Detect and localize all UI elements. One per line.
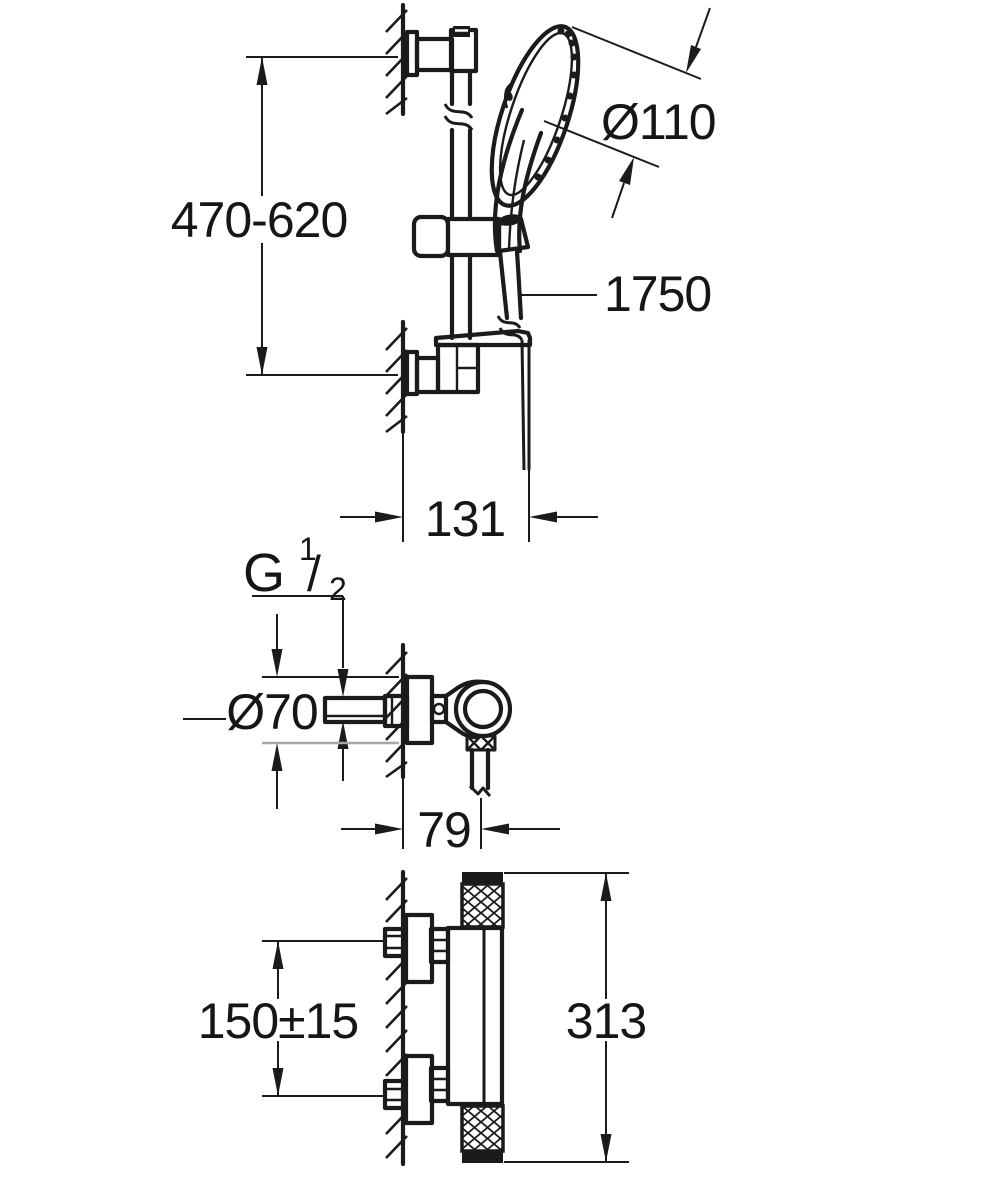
wall-hatching: [385, 651, 408, 779]
hose-length-label: 1750: [604, 266, 711, 322]
hose-break: [468, 784, 492, 797]
dim-inlet-spacing: 150±15: [198, 940, 385, 1097]
spray-dots: [534, 27, 578, 181]
valve-hose: [469, 747, 491, 791]
wall-offset-label: 131: [425, 491, 505, 547]
escutcheon: [404, 674, 435, 746]
mode-button: [504, 83, 512, 109]
handle-inner-line: [507, 139, 526, 251]
head-diameter-label: Ø110: [601, 94, 716, 150]
knurl-bottom: [460, 1104, 505, 1153]
wall-hatching: [385, 327, 408, 434]
dim-flange-diameter: Ø70: [226, 614, 399, 809]
dim-head-diameter: Ø110: [543, 7, 717, 219]
escutcheon: [403, 1053, 435, 1126]
handle-left-edge: [492, 107, 525, 254]
wall-hatching: [385, 877, 408, 1159]
dim-bar-span: 470-620: [171, 56, 398, 376]
knurl-top: [460, 882, 505, 929]
dim-projection: 79: [341, 779, 560, 858]
rail-set-view: 470-620 Ø110 1750 131: [171, 2, 717, 547]
dim-hose-length: 1750: [521, 266, 712, 322]
dim-wall-offset: 131: [340, 432, 598, 547]
hose-break: [496, 315, 524, 341]
valve-body: [404, 674, 513, 797]
overall-height-label: 313: [566, 993, 646, 1049]
shower-head-face: [489, 24, 581, 208]
knurl-bottom-cap: [462, 1152, 503, 1163]
mixer-body: [445, 872, 505, 1163]
rail-break: [443, 103, 474, 131]
bar-span-label: 470-620: [171, 192, 348, 248]
inlet-spacing-label: 150±15: [198, 993, 358, 1049]
hand-shower: [489, 24, 581, 254]
escutcheon: [403, 912, 435, 985]
dim-thread: G 1 / 2: [243, 531, 349, 781]
valve-view: G 1 / 2 Ø70 79: [183, 531, 560, 858]
projection-label: 79: [417, 802, 471, 858]
knurl-top-cap: [462, 872, 503, 883]
top-bracket: [404, 26, 479, 78]
flange-diameter-label: Ø70: [226, 684, 318, 740]
shower-hose: [496, 249, 531, 542]
thermostat-view: 150±15 313: [198, 869, 647, 1167]
wall-hatching: [385, 9, 408, 116]
slide-rail: [443, 68, 474, 341]
dim-overall-height: 313: [504, 872, 647, 1163]
soap-dish-bracket: [404, 328, 533, 397]
